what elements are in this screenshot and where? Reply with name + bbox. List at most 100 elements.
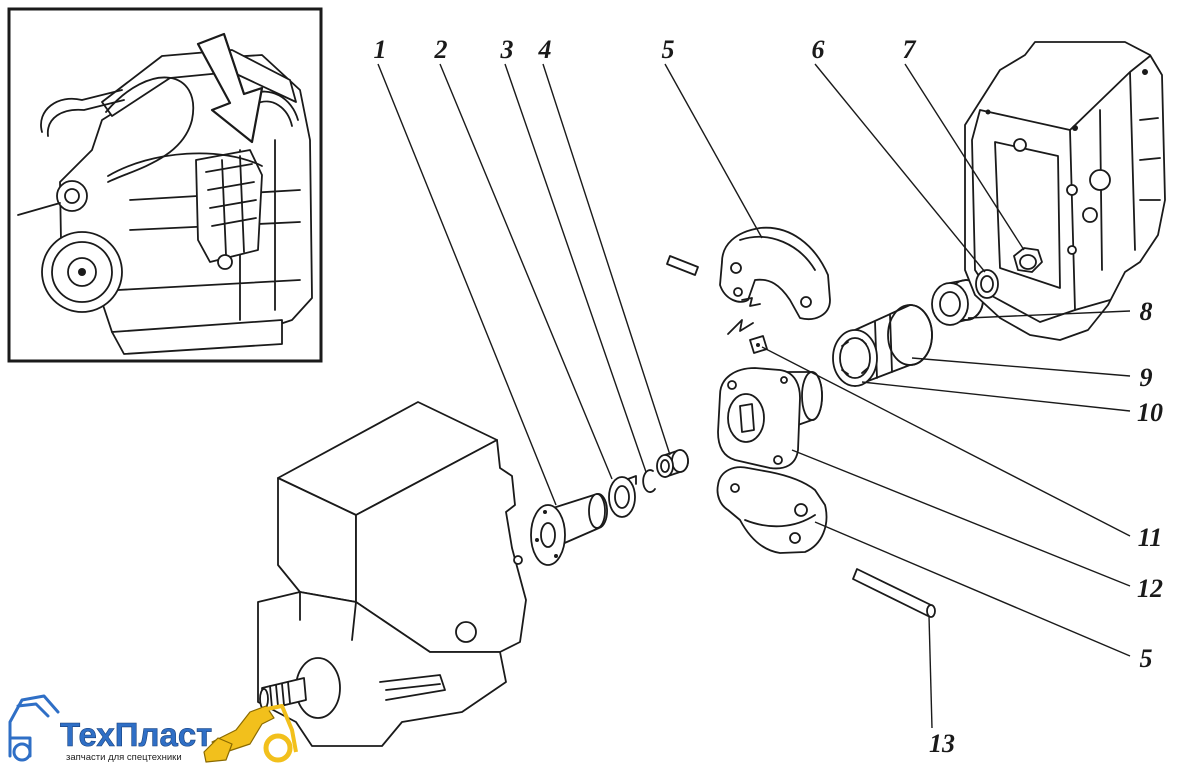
logo-loader-bucket-icon (203, 737, 233, 763)
gear-case-bolt-a (1072, 125, 1078, 131)
callout-6: 6 (812, 35, 825, 64)
inset-belt-loop (105, 76, 195, 183)
part-5-lower-hole-c (730, 483, 740, 493)
callout-7: 7 (903, 35, 917, 64)
leader-line-5-bottom (814, 521, 1131, 657)
inset-crank-rod (17, 202, 61, 216)
pump-body-side-plug (455, 621, 477, 643)
callout-12: 12 (1137, 574, 1163, 603)
spring-clip (727, 319, 754, 335)
callout-5-bottom: 5 (1140, 644, 1153, 673)
part-4-end-back (671, 449, 689, 473)
leader-line-12 (791, 449, 1131, 587)
leader-line-1 (377, 63, 557, 506)
logo-loader-cab-icon (261, 704, 298, 753)
callout-2: 2 (434, 35, 448, 64)
inset-main-pulley-hub (67, 257, 97, 287)
callout-9: 9 (1140, 363, 1153, 392)
part-6-washer-outer (975, 269, 999, 299)
part-13-pin-body (852, 568, 934, 617)
part-11-nut-hole (756, 343, 760, 347)
gear-case-hole-c (1082, 207, 1098, 223)
leader-line-9 (911, 357, 1131, 377)
leader-line-11 (761, 346, 1131, 537)
part-4-bushing (656, 449, 689, 478)
gear-case-bolt-c (985, 109, 991, 115)
logo-tagline: запчасти для спецтехники (66, 752, 182, 763)
inset-oil-pan (111, 319, 283, 355)
pump-body (257, 401, 527, 747)
leader-line-10 (861, 381, 1131, 412)
part-8-bearing-bore (939, 291, 961, 317)
inset-fuel-line (107, 152, 263, 177)
part-2-washer-inner (614, 485, 630, 509)
part-5-lower-hole-b (789, 532, 801, 544)
gear-case-front-face (971, 109, 1076, 323)
part-8-bearing (931, 279, 984, 326)
spring-clip-top (741, 297, 761, 307)
callout-4: 4 (538, 35, 552, 64)
part-1-bolt-hole-a (543, 510, 547, 514)
part-6-washer (975, 269, 999, 299)
part-5-upper-hole-a (730, 262, 742, 274)
callout-labels: 1 2 3 4 5 6 7 8 9 10 11 12 5 13 (374, 35, 1164, 758)
part-7-end (1019, 254, 1037, 270)
gear-case-hole-d (1066, 184, 1078, 196)
logo-backhoe-wheel-icon (12, 742, 32, 762)
small-dowel-pin (666, 255, 699, 276)
part-4-end-front (656, 454, 674, 478)
part-5-upper-hole-c (800, 296, 812, 308)
part-13-pin-end (926, 604, 936, 618)
engine-inset (7, 7, 323, 363)
leader-line-3 (504, 63, 647, 473)
part-1-bore (540, 522, 556, 548)
gear-case-hole-e (1067, 245, 1077, 255)
inset-injection-pump (195, 149, 263, 263)
callout-11: 11 (1138, 523, 1163, 552)
callout-5-top: 5 (662, 35, 675, 64)
inset-small-pulley (56, 180, 88, 212)
part-4-bore (660, 459, 670, 473)
part-12-hole-c (780, 376, 788, 384)
leader-line-8 (967, 310, 1131, 319)
inset-main-pulley-center (78, 268, 86, 276)
part-12-hole-b (773, 455, 783, 465)
part-12-drive-flange (717, 367, 823, 470)
part-5-upper-clamp-edge (739, 235, 816, 271)
gear-case-side-ribs (1139, 117, 1161, 201)
part-10-ring-inner (839, 337, 871, 379)
part-10-ring-teeth (841, 339, 869, 375)
pump-shaft-end (259, 688, 269, 710)
gear-case-hole-b (1089, 169, 1111, 191)
part-2-washer-outer (608, 476, 636, 518)
leader-line-2 (439, 63, 613, 480)
part-5-lower-hole-a (794, 503, 808, 517)
part-9-sleeve (832, 304, 933, 387)
inset-intake-pipe (40, 89, 125, 137)
leader-line-4 (542, 63, 671, 456)
inset-valve-cover (101, 49, 297, 117)
part-1-flange-hub (530, 493, 608, 566)
part-13-long-pin (852, 568, 936, 618)
gear-case-hole-a (1013, 138, 1027, 152)
logo-brand-name: ТехПласт (60, 716, 212, 753)
part-5-lower-clamp-body (716, 466, 828, 554)
gear-case-window (994, 141, 1061, 289)
part-12-hole-a (727, 380, 737, 390)
leader-line-5-top (664, 63, 763, 239)
part-3-snap-ring (642, 469, 656, 493)
part-1-bolt-hole-b (554, 554, 558, 558)
part-2-washer-tab (627, 475, 637, 485)
inset-main-pulley-rim (51, 241, 113, 303)
inset-pump-details (205, 155, 257, 256)
inset-small-pulley-hub (64, 188, 80, 204)
pump-body-flange-lines (299, 591, 446, 701)
part-1-bolt-hole-c (535, 538, 539, 542)
part-2-washer (608, 475, 637, 518)
part-5-upper-clamp (719, 226, 831, 320)
leader-line-13 (928, 615, 933, 729)
part-5-lower-clamp-edge (744, 514, 816, 528)
gear-case-bolt-b (1142, 69, 1148, 75)
part-11-square-nut (749, 335, 768, 354)
pump-shaft-thread (269, 681, 291, 709)
